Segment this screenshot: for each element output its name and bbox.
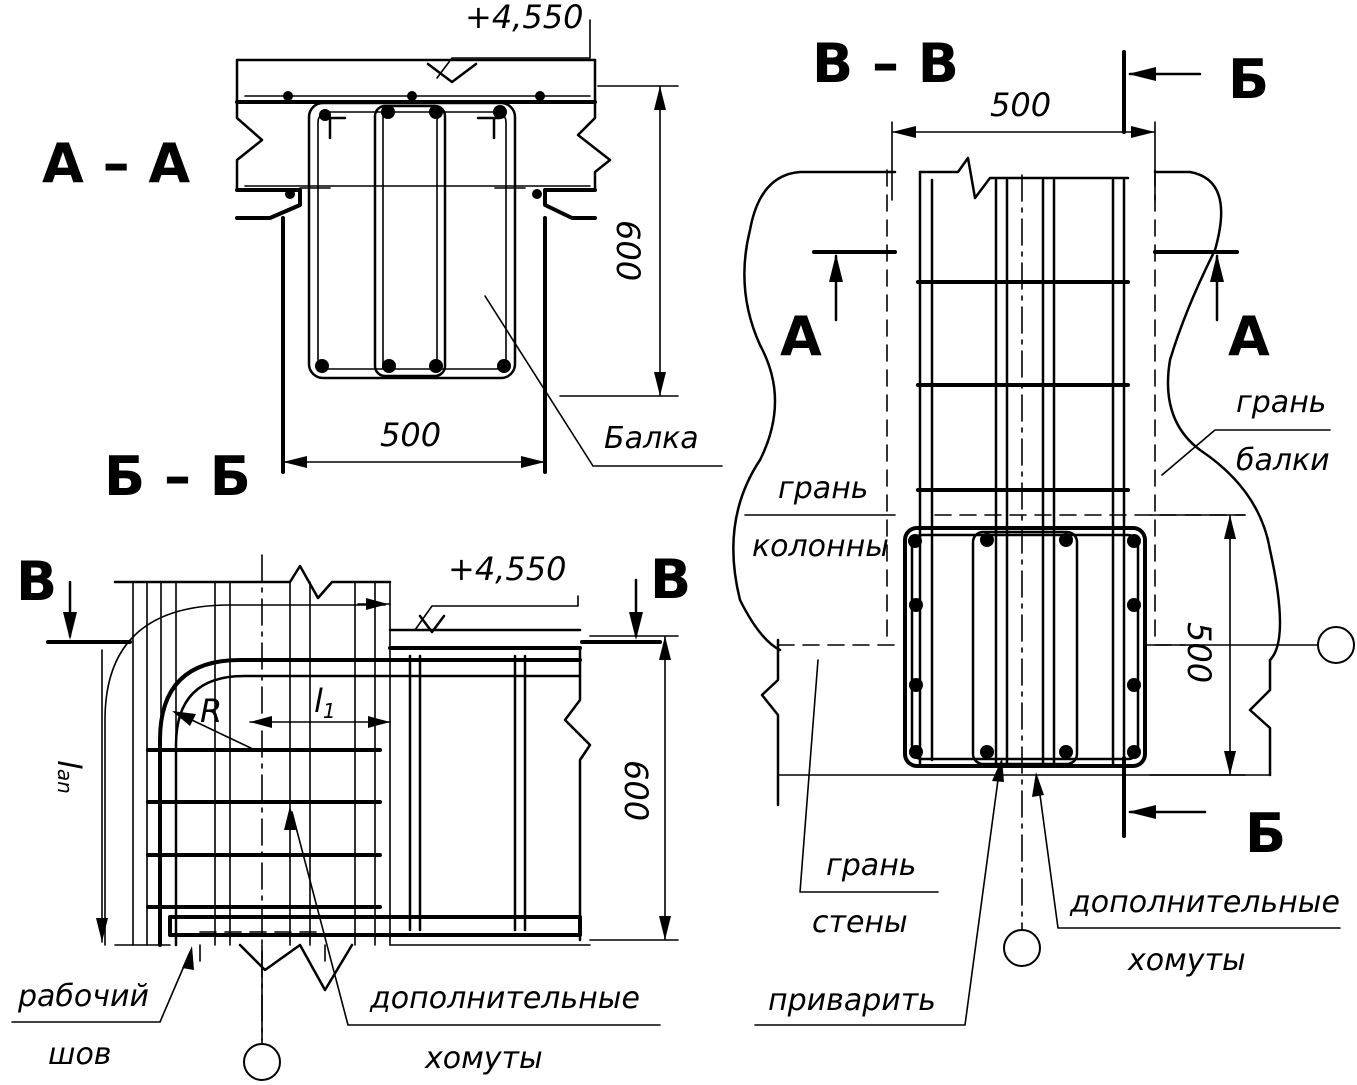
cut-v-right: В xyxy=(650,548,691,611)
l1-label: l1 xyxy=(314,682,336,723)
working-seam-label-2: шов xyxy=(48,1037,112,1072)
width-vv-label: 500 xyxy=(990,86,1051,124)
beam-label: Балка xyxy=(604,421,699,456)
height-vv-label: 500 xyxy=(1180,622,1218,683)
wall-face-label-1: грань xyxy=(826,848,916,883)
cut-b-top: Б xyxy=(1228,48,1269,111)
section-vv-title: В – В xyxy=(812,32,959,95)
column-face-label-1: грань xyxy=(778,471,868,506)
section-bb-title: Б – Б xyxy=(104,445,251,508)
wall-face-label-2: стены xyxy=(812,905,908,940)
extra-stirrups-bb-label-2: хомуты xyxy=(424,1041,543,1076)
elevation-aa-label: +4,550 xyxy=(465,0,583,36)
lan-label: lan xyxy=(50,760,88,794)
section-vv-view: В – В Б Б А А 500 xyxy=(732,32,1355,1026)
cut-a-right: А xyxy=(1228,305,1270,368)
radius-label: R xyxy=(200,692,222,730)
extra-stirrups-vv-label-1: дополнительные xyxy=(1069,885,1340,920)
section-aa-view: +4,550 600 500 Балка А – А xyxy=(42,0,723,474)
section-bb-view: Б – Б В В xyxy=(11,445,691,1081)
height-aa-label: 600 xyxy=(609,220,647,281)
weld-label: приварить xyxy=(768,983,936,1018)
beam-face-label-2: балки xyxy=(1236,443,1330,478)
working-seam-label-1: рабочий xyxy=(17,979,149,1014)
width-aa-label: 500 xyxy=(380,416,441,454)
cut-a-left: А xyxy=(780,305,822,368)
cut-b-bottom: Б xyxy=(1245,802,1286,865)
height-bb-label: 600 xyxy=(617,760,655,821)
column-face-label-2: колонны xyxy=(752,529,889,564)
cut-v-left: В xyxy=(16,550,57,613)
elevation-bb-label: +4,550 xyxy=(448,550,566,588)
beam-face-label-1: грань xyxy=(1236,385,1326,420)
extra-stirrups-bb-label-1: дополнительные xyxy=(369,981,640,1016)
section-aa-title: А – А xyxy=(42,132,190,195)
extra-stirrups-vv-label-2: хомуты xyxy=(1127,943,1246,978)
